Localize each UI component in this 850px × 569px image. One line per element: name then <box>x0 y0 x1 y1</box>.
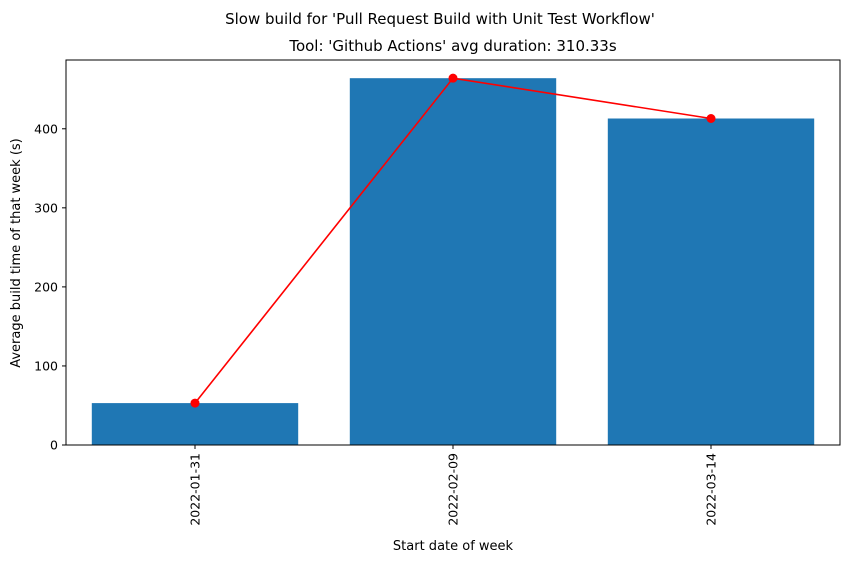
x-axis-label: Start date of week <box>393 539 514 554</box>
bars-group <box>91 78 815 446</box>
x-tick-label: 2022-01-31 <box>188 453 203 526</box>
trend-point-2022-01-31 <box>190 398 200 408</box>
chart-title: Tool: 'Github Actions' avg duration: 310… <box>288 37 617 55</box>
y-tick-label: 300 <box>34 200 58 215</box>
plot-frame <box>65 59 841 446</box>
bar-2022-03-14 <box>607 118 815 445</box>
line-series-group <box>190 73 716 408</box>
x-axis: 2022-01-31 2022-02-09 2022-03-14 <box>188 445 719 526</box>
y-tick-label: 400 <box>34 121 58 136</box>
bar-2022-02-09 <box>349 78 557 446</box>
chart-suptitle: Slow build for 'Pull Request Build with … <box>225 10 655 28</box>
y-axis: 0 100 200 300 400 <box>34 121 66 453</box>
bar-2022-01-31 <box>91 403 299 445</box>
x-tick-label: 2022-02-09 <box>446 453 461 526</box>
trend-point-2022-03-14 <box>706 114 716 124</box>
y-tick-label: 200 <box>34 279 58 294</box>
y-tick-label: 0 <box>50 438 58 453</box>
y-axis-label: Average build time of that week (s) <box>9 138 24 368</box>
trend-point-2022-02-09 <box>448 73 458 83</box>
x-tick-label: 2022-03-14 <box>704 453 719 526</box>
y-tick-label: 100 <box>34 358 58 373</box>
